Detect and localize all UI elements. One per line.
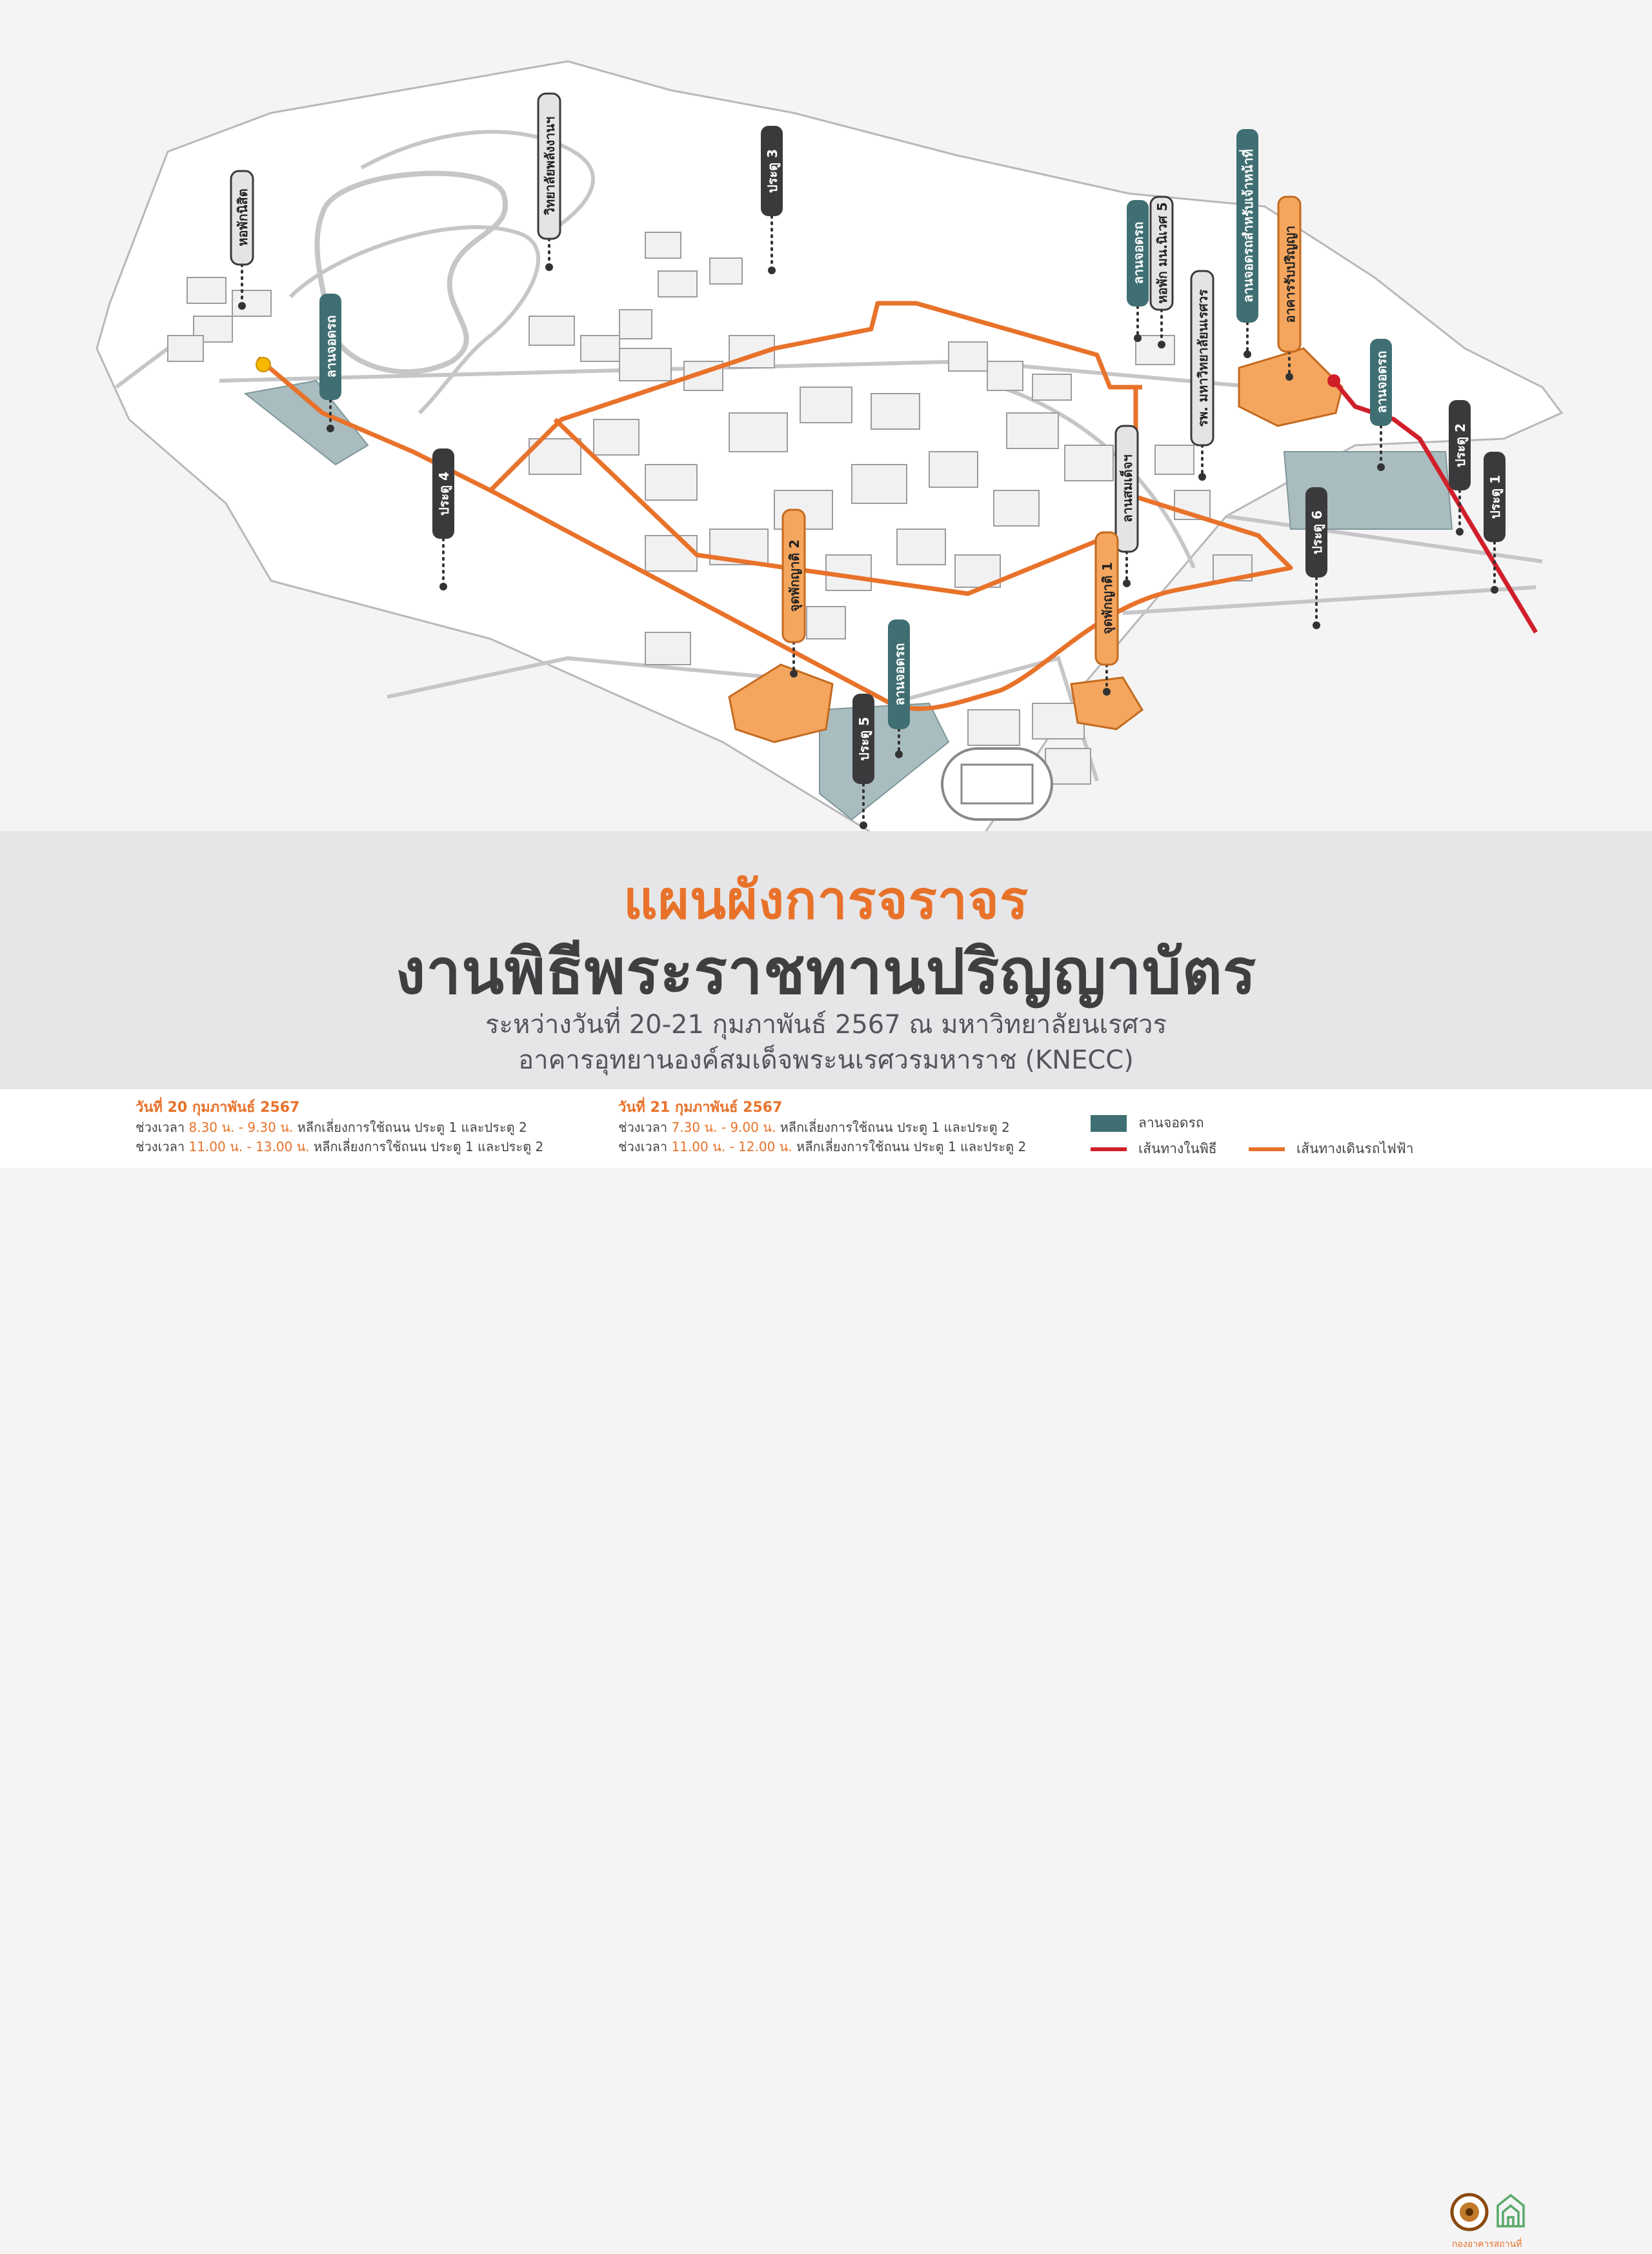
pin-hall-label: อาคารรับปริญญา xyxy=(1282,226,1298,323)
pin-dorm-nu5[interactable]: หอพัก มน.นิเวศ 5 xyxy=(1149,196,1174,348)
day1-schedule: วันที่ 20 กุมภาพันธ์ 2567 ช่วงเวลา 8.30 … xyxy=(136,1098,543,1156)
pin-parking-staff[interactable]: ลานจอดรถสำหรับเจ้าหน้าที่ xyxy=(1236,129,1258,358)
day1-row1-time: 8.30 น. - 9.30 น. xyxy=(188,1120,294,1135)
building-division-logo-icon xyxy=(1496,2193,1525,2228)
day1-row2-note: หลีกเลี่ยงการใช้ถนน ประตู 1 และประตู 2 xyxy=(309,1139,544,1154)
legend-ceremony: เส้นทางในพิธี xyxy=(1091,1138,1217,1160)
pin-parking-e-label: ลานจอดรถ xyxy=(892,643,907,706)
university-seal-icon xyxy=(1450,2193,1489,2231)
legend-parking: ลานจอดรถ xyxy=(1091,1112,1204,1134)
sports-field xyxy=(941,747,1053,821)
map-subtitle: งานพิธีพระราชทานปริญญาบัตร xyxy=(395,936,1257,1008)
relative-point-2-shape xyxy=(728,663,834,743)
pin-gate1[interactable]: ประตู 1 xyxy=(1484,452,1506,594)
pin-relative2[interactable]: จุดพักญาติ 2 xyxy=(781,508,806,678)
day1-row1-prefix: ช่วงเวลา xyxy=(136,1120,189,1135)
pin-gate3-label: ประตู 3 xyxy=(765,149,781,193)
day2-title: วันที่ 21 กุมภาพันธ์ 2567 xyxy=(618,1100,783,1116)
day2-row2-note: หลีกเลี่ยงการใช้ถนน ประตู 1 และประตู 2 xyxy=(792,1139,1027,1154)
relative-point-1-shape xyxy=(1070,676,1143,730)
pin-parking-d-label: ลานจอดรถ xyxy=(1374,351,1389,414)
highlighted-buildings xyxy=(728,347,1344,743)
day2-row2-prefix: ช่วงเวลา xyxy=(618,1139,672,1154)
logo-caption: กองอาคารสถานที่ xyxy=(1452,2238,1522,2249)
pin-gate2[interactable]: ประตู 2 xyxy=(1449,400,1471,536)
pin-gate4-label: ประตู 4 xyxy=(436,472,453,516)
pin-tower-label: ลานสมเด็จฯ xyxy=(1119,454,1135,522)
start-marker xyxy=(256,357,271,372)
pin-hospital-label: รพ. มหาวิทยาลัยนเรศวร xyxy=(1195,289,1211,427)
day1-row2: ช่วงเวลา 11.00 น. - 13.00 น. หลีกเลี่ยงก… xyxy=(136,1137,543,1156)
org-logos: กองอาคารสถานที่ xyxy=(1450,2193,1525,2249)
day2-row1-prefix: ช่วงเวลา xyxy=(618,1120,672,1135)
pin-dorm-student-label: หอพักนิสิต xyxy=(235,188,250,246)
event-date-line: ระหว่างวันที่ 20-21 กุมภาพันธ์ 2567 ณ มห… xyxy=(485,1010,1167,1040)
legend-tram-label: เส้นทางเดินรถไฟฟ้า xyxy=(1296,1141,1414,1156)
day1-title: วันที่ 20 กุมภาพันธ์ 2567 xyxy=(136,1100,300,1116)
day2-row2: ช่วงเวลา 11.00 น. - 12.00 น. หลีกเลี่ยงก… xyxy=(618,1137,1026,1156)
pin-gate6[interactable]: ประตู 6 xyxy=(1305,487,1327,629)
pin-relative2-label: จุดพักญาติ 2 xyxy=(787,539,803,612)
pin-hall[interactable]: อาคารรับปริญญา xyxy=(1277,196,1302,381)
pin-gate3[interactable]: ประตู 3 xyxy=(761,126,783,274)
pin-gate6-label: ประตู 6 xyxy=(1309,510,1326,554)
pin-dorm-nu5-label: หอพัก มน.นิเวศ 5 xyxy=(1154,202,1170,303)
pin-gate2-label: ประตู 2 xyxy=(1453,423,1469,467)
pin-tower[interactable]: ลานสมเด็จฯ xyxy=(1114,425,1139,587)
day2-row1-time: 7.30 น. - 9.00 น. xyxy=(671,1120,776,1135)
legend-parking-swatch xyxy=(1091,1114,1127,1132)
campus-map: หอพักนิสิต วิทยาลัยพลังงานฯ ประตู 3 ลานจ… xyxy=(96,60,1564,832)
legend-tram-swatch xyxy=(1249,1147,1285,1151)
legend-tram: เส้นทางเดินรถไฟฟ้า xyxy=(1249,1138,1414,1160)
day1-row1-note: หลีกเลี่ยงการใช้ถนน ประตู 1 และประตู 2 xyxy=(293,1120,527,1135)
graduation-hall-shape xyxy=(1238,347,1344,427)
pin-relative1-label: จุดพักญาติ 1 xyxy=(1100,562,1116,634)
event-venue-line: อาคารอุทยานองค์สมเด็จพระนเรศวรมหาราช (KN… xyxy=(518,1045,1134,1075)
pin-college-energy[interactable]: วิทยาลัยพลังงานฯ xyxy=(537,92,561,271)
map-pins: หอพักนิสิต วิทยาลัยพลังงานฯ ประตู 3 ลานจ… xyxy=(230,92,1506,829)
legend-ceremony-label: เส้นทางในพิธี xyxy=(1138,1141,1217,1156)
tram-route xyxy=(256,301,1293,711)
day1-row2-time: 11.00 น. - 13.00 น. xyxy=(188,1139,310,1154)
pin-parking-b-label: ลานจอดรถ xyxy=(1131,222,1146,285)
pin-parking-b[interactable]: ลานจอดรถ xyxy=(1127,200,1149,342)
day2-row1: ช่วงเวลา 7.30 น. - 9.00 น. หลีกเลี่ยงการ… xyxy=(618,1118,1026,1137)
pin-gate1-label: ประตู 1 xyxy=(1487,475,1504,519)
pin-gate5-label: ประตู 5 xyxy=(856,717,873,761)
pin-parking-d[interactable]: ลานจอดรถ xyxy=(1370,339,1392,471)
legend-parking-label: ลานจอดรถ xyxy=(1138,1115,1204,1131)
pin-college-energy-label: วิทยาลัยพลังงานฯ xyxy=(542,117,558,216)
schedule-info-bar: วันที่ 20 กุมภาพันธ์ 2567 ช่วงเวลา 8.30 … xyxy=(0,1089,1652,2249)
day1-row1: ช่วงเวลา 8.30 น. - 9.30 น. หลีกเลี่ยงการ… xyxy=(136,1118,543,1137)
day2-schedule: วันที่ 21 กุมภาพันธ์ 2567 ช่วงเวลา 7.30 … xyxy=(618,1098,1026,1156)
day2-row2-time: 11.00 น. - 12.00 น. xyxy=(671,1139,792,1154)
pin-gate4[interactable]: ประตู 4 xyxy=(432,448,454,590)
pin-parking-a[interactable]: ลานจอดรถ xyxy=(319,294,341,432)
pin-parking-e[interactable]: ลานจอดรถ xyxy=(888,619,910,758)
day1-row2-prefix: ช่วงเวลา xyxy=(136,1139,189,1154)
pin-parking-a-label: ลานจอดรถ xyxy=(323,316,339,378)
legend-ceremony-swatch xyxy=(1091,1147,1127,1151)
day2-row1-note: หลีกเลี่ยงการใช้ถนน ประตู 1 และประตู 2 xyxy=(776,1120,1010,1135)
pin-dorm-student[interactable]: หอพักนิสิต xyxy=(230,170,254,310)
pin-gate5[interactable]: ประตู 5 xyxy=(852,694,874,829)
map-title: แผนผังการจราจร xyxy=(623,870,1029,931)
title-band xyxy=(0,831,1652,1089)
pin-parking-staff-label: ลานจอดรถสำหรับเจ้าหน้าที่ xyxy=(1238,149,1256,303)
pin-hospital[interactable]: รพ. มหาวิทยาลัยนเรศวร xyxy=(1190,270,1214,481)
pin-relative1[interactable]: จุดพักญาติ 1 xyxy=(1094,531,1119,696)
